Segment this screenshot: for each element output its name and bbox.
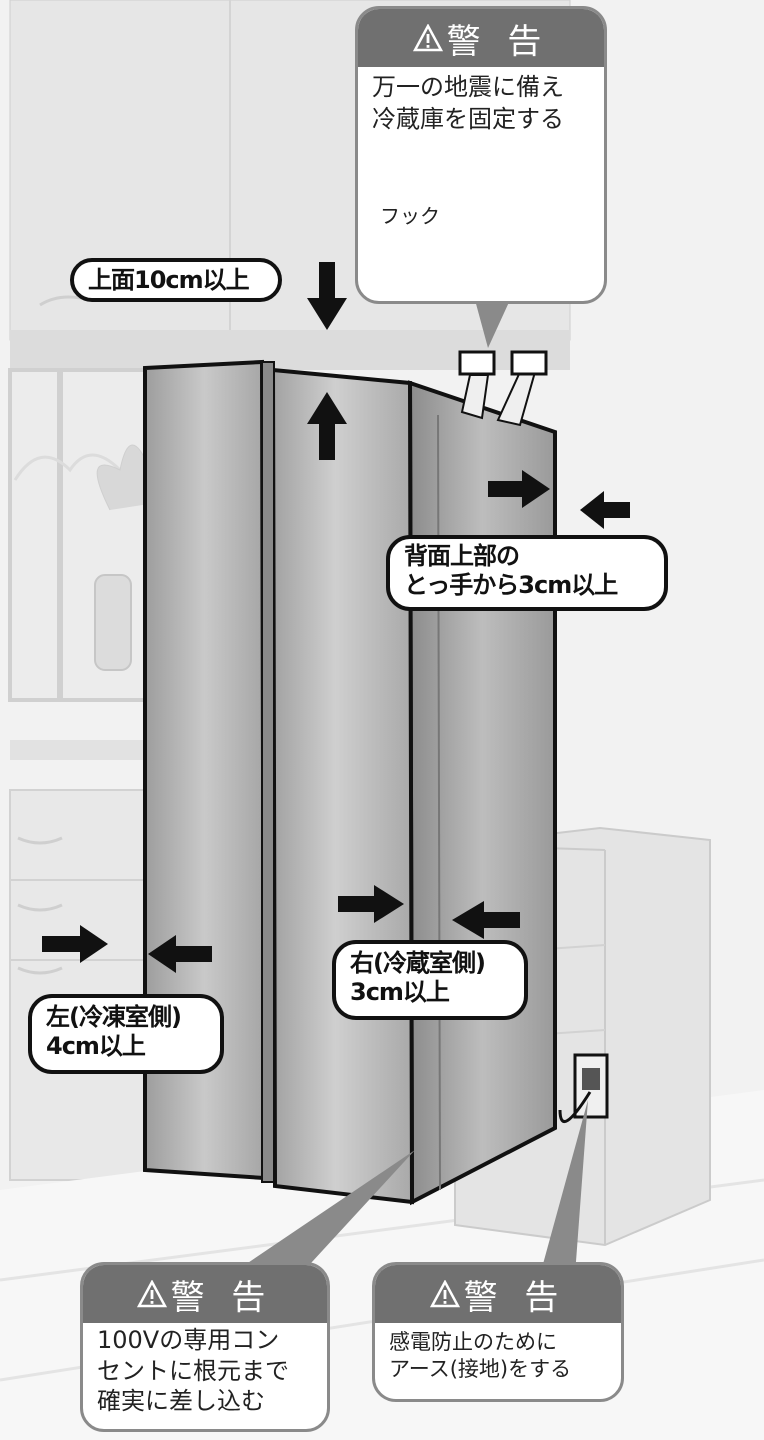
warning-line: 冷蔵庫を固定する (372, 105, 564, 134)
arrow-top-up (307, 392, 347, 460)
arrow-left-left (148, 935, 212, 973)
arrow-back-left (580, 491, 630, 529)
arrow-right-left (452, 901, 520, 939)
clearance-left-line2: 4cm以上 (46, 1032, 146, 1061)
warning-line: 万一の地震に備え (372, 73, 564, 101)
clearance-right-line2: 3cm以上 (350, 978, 450, 1007)
clearance-label-back: 背面上部の とっ手から3cm以上 (386, 535, 668, 611)
warning-box-ground: 警 告 感電防止のために アース(接地)をする (372, 1262, 624, 1402)
clearance-back-line2: とっ手から3cm以上 (404, 571, 618, 600)
clearance-label-left: 左(冷凍室側) 4cm以上 (28, 994, 224, 1074)
clearance-arrows (42, 262, 630, 973)
wall-outlet (558, 1053, 609, 1123)
warning-heading: 警 告 (446, 21, 550, 62)
clearance-label-top: 上面10cm以上 (70, 258, 282, 302)
anti-tip-straps (458, 350, 548, 427)
arrow-right-right (338, 885, 404, 923)
warning-line: 100Vの専用コン (97, 1326, 280, 1354)
warning-header: 警 告 (375, 1265, 621, 1323)
warning-box-outlet: 警 告 100Vの専用コン セントに根元まで 確実に差し込む (80, 1262, 330, 1432)
warning-triangle-icon (412, 24, 443, 52)
warning-heading: 警 告 (463, 1277, 567, 1318)
arrow-back-right (488, 470, 550, 508)
callout-pointers (230, 300, 588, 1275)
left-counter (9, 740, 146, 1181)
warning-box-earthquake: 警 告 万一の地震に備え 冷蔵庫を固定する (355, 6, 607, 304)
warning-line: セントに根元まで (97, 1356, 289, 1385)
hook-label: フック (380, 204, 440, 228)
warning-line: アース(接地)をする (389, 1357, 572, 1382)
arrow-left-right (42, 925, 108, 963)
clearance-top-text: 上面10cm以上 (88, 266, 250, 294)
warning-header: 警 告 (358, 9, 604, 67)
clearance-label-right: 右(冷蔵室側) 3cm以上 (332, 940, 528, 1020)
warning-triangle-icon (429, 1280, 460, 1308)
warning-line: 確実に差し込む (97, 1387, 265, 1416)
clearance-back-line1: 背面上部の (404, 542, 520, 570)
arrow-top-down (307, 262, 347, 330)
clearance-right-line1: 右(冷蔵室側) (350, 949, 486, 977)
warning-triangle-icon (136, 1280, 167, 1308)
warning-line: 感電防止のために (389, 1330, 557, 1354)
clearance-left-line1: 左(冷凍室側) (46, 1003, 182, 1031)
warning-header: 警 告 (83, 1265, 327, 1323)
warning-heading: 警 告 (170, 1277, 274, 1318)
